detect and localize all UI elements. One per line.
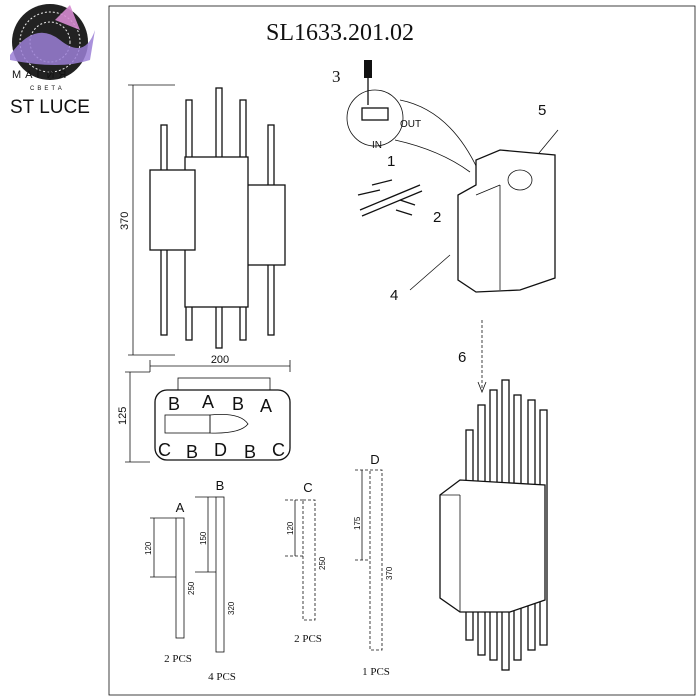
part-dim: 250	[318, 556, 327, 570]
top-letter: A	[202, 392, 214, 412]
part-letter: A	[176, 500, 185, 515]
mounting-bracket	[359, 184, 421, 211]
part-c: C 120 250 2 PCS	[285, 480, 327, 645]
step-1-label: 1	[387, 153, 395, 170]
part-dim: 120	[286, 521, 295, 535]
step-3-label: 3	[332, 67, 341, 86]
step-6-label: 6	[458, 349, 466, 366]
top-letter: B	[168, 394, 180, 414]
step-4-label: 4	[390, 287, 398, 304]
top-letter: B	[232, 394, 244, 414]
model-title: SL1633.201.02	[266, 20, 414, 46]
bottom-letter: D	[214, 440, 227, 460]
part-letter: C	[303, 480, 312, 495]
part-d: D 175 370 1 PCS	[353, 452, 394, 678]
logo-line1: МАГИЯ	[12, 69, 70, 81]
part-letter: B	[216, 478, 225, 493]
bottom-letter: B	[186, 442, 198, 462]
assembled-fixture	[439, 379, 548, 671]
part-dim: 120	[144, 541, 153, 555]
part-dim: 175	[353, 516, 362, 530]
height-dimension: 370	[119, 212, 131, 230]
part-dim: 150	[199, 531, 208, 545]
bottom-letter: C	[158, 440, 171, 460]
part-a: A 120 250 2 PCS	[144, 500, 196, 665]
width-dimension: 200	[211, 354, 229, 366]
page-frame	[108, 5, 696, 696]
top-letter: A	[260, 396, 272, 416]
logo-line2: СВЕТА	[30, 86, 65, 92]
in-label: IN	[372, 140, 382, 151]
terminal-block-detail	[346, 89, 404, 147]
top-view: 125 B A B A C B D B C	[117, 371, 291, 463]
part-dim: 250	[187, 581, 196, 595]
front-view: 370 200	[119, 84, 291, 372]
bottom-letter: C	[272, 440, 285, 460]
out-label: OUT	[400, 119, 421, 130]
bottom-letter: B	[244, 442, 256, 462]
part-letter: D	[370, 452, 379, 467]
part-qty: 1 PCS	[362, 666, 390, 678]
logo-brand: ST LUCE	[10, 97, 90, 118]
part-dim: 320	[227, 601, 236, 615]
part-qty: 2 PCS	[294, 633, 322, 645]
part-qty: 2 PCS	[164, 653, 192, 665]
step-2-label: 2	[433, 209, 441, 226]
step-5-label: 5	[538, 102, 546, 119]
part-dim: 370	[385, 566, 394, 580]
bulb	[507, 169, 533, 191]
logo: МАГИЯ СВЕТА ST LUCE	[10, 4, 95, 118]
part-qty: 4 PCS	[208, 671, 236, 683]
fixture-body	[457, 149, 556, 293]
depth-dimension: 125	[117, 407, 129, 425]
part-b: B 150 320 4 PCS	[195, 478, 236, 683]
installation-steps: 3 OUT IN 1 2 4 5 6	[332, 60, 559, 394]
